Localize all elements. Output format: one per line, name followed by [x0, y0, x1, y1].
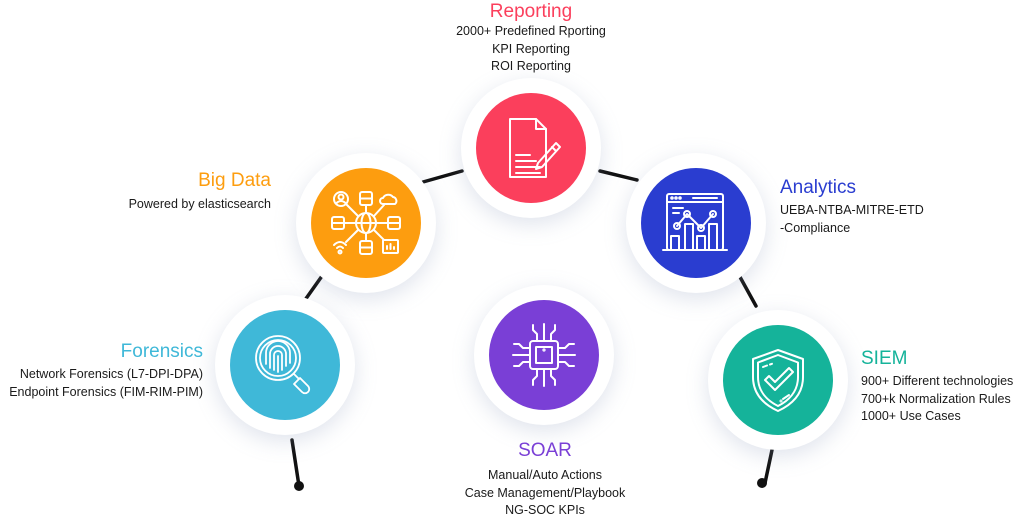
chip-icon [512, 323, 576, 387]
reporting-title: Reporting [489, 1, 573, 22]
reporting-line-2: KPI Reporting [492, 41, 570, 56]
big-data-line-1: Powered by elasticsearch [128, 197, 271, 211]
reporting-disc [476, 93, 586, 203]
chart-window-icon [662, 193, 728, 251]
siem-line-1: 900+ Different technologies [861, 374, 1014, 388]
soar-line-2: Case Management/Playbook [464, 485, 626, 500]
reporting-line-3: ROI Reporting [491, 59, 571, 73]
big-data-title: Big Data [198, 170, 271, 191]
soar-label: SOAR Manual/Auto Actions Case Management… [440, 440, 650, 520]
reporting-label: Reporting 2000+ Predefined Rporting KPI … [431, 1, 631, 76]
fingerprint-magnifier-icon [255, 335, 311, 395]
soar-disc [489, 300, 599, 410]
soar-title: SOAR [518, 440, 572, 461]
forensics-label: Forensics Network Forensics (L7-DPI-DPA)… [0, 341, 203, 401]
analytics-node [626, 153, 766, 293]
forensics-line-1: Network Forensics (L7-DPI-DPA) [19, 367, 203, 381]
soar-node [474, 285, 614, 425]
siem-disc [723, 325, 833, 435]
reporting-line-1: 2000+ Predefined Rporting [456, 24, 606, 38]
siem-line-2: 700+k Normalization Rules [861, 391, 1011, 406]
soar-line-1: Manual/Auto Actions [488, 468, 602, 482]
siem-line-3: 1000+ Use Cases [861, 409, 961, 423]
forensics-node [215, 295, 355, 435]
analytics-line-1: UEBA-NTBA-MITRE-ETD [780, 203, 924, 217]
siem-node [708, 310, 848, 450]
arc-end-dot-right [757, 478, 767, 488]
siem-title: SIEM [861, 348, 908, 369]
big-data-node [296, 153, 436, 293]
analytics-title: Analytics [780, 177, 857, 198]
analytics-line-2: -Compliance [780, 220, 851, 235]
siem-label: SIEM 900+ Different technologies 700+k N… [861, 348, 1024, 426]
reporting-node [461, 78, 601, 218]
big-data-label: Big Data Powered by elasticsearch [60, 170, 271, 214]
analytics-disc [641, 168, 751, 278]
shield-check-icon [752, 349, 804, 412]
arc-end-dot-left [294, 481, 304, 491]
big-data-disc [311, 168, 421, 278]
analytics-label: Analytics UEBA-NTBA-MITRE-ETD -Complianc… [780, 177, 980, 237]
forensics-line-2: Endpoint Forensics (FIM-RIM-PIM) [9, 384, 203, 399]
soar-line-3: NG-SOC KPIs [505, 503, 585, 517]
forensics-title: Forensics [120, 341, 203, 362]
network-globe-icon [331, 191, 401, 255]
forensics-disc [230, 310, 340, 420]
document-pen-icon [509, 118, 561, 178]
